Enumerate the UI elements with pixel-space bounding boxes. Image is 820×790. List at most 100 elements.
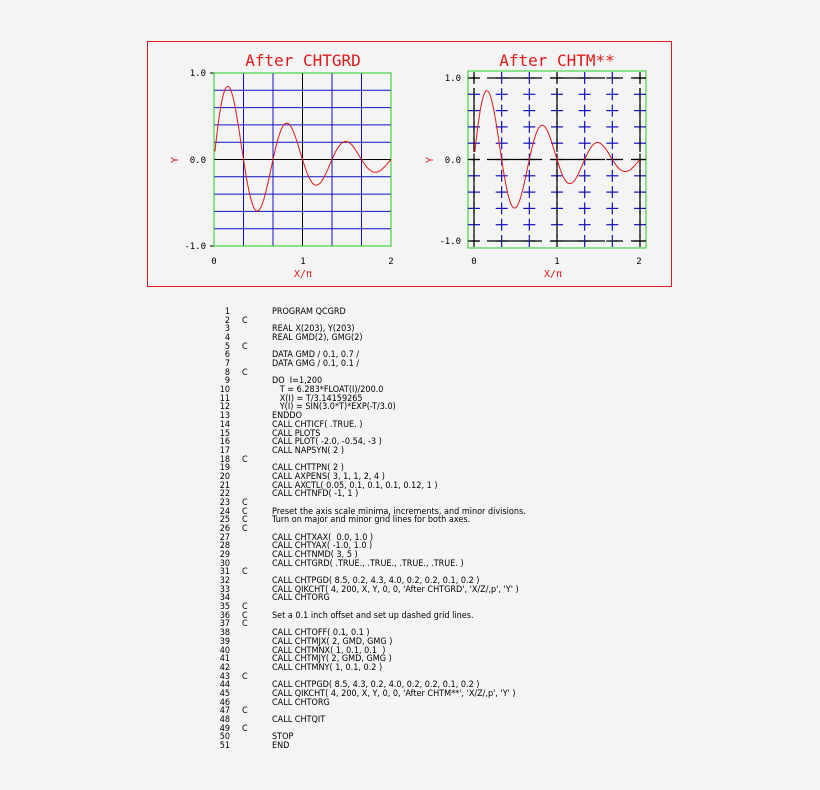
code-statement: DO I=1,200 (272, 376, 323, 387)
line-number: 42 (219, 662, 230, 673)
comment-marker: C (242, 506, 248, 517)
x-axis-label: X/π (294, 269, 312, 280)
code-statement: CALL CHTMJX( 2, GMD, GMG ) (272, 636, 393, 647)
comment-marker: C (242, 602, 248, 613)
chart-title: After CHTGRD (245, 51, 361, 70)
comment-marker: C (242, 671, 248, 682)
line-number: 50 (219, 732, 230, 743)
code-statement: CALL CHTXAX( 0.0, 1.0 ) (272, 532, 374, 543)
comment-marker: C (242, 515, 248, 526)
comment-marker: C (242, 367, 248, 378)
line-number: 39 (219, 636, 230, 647)
line-number: 9 (224, 376, 230, 387)
comment-marker: C (242, 341, 248, 352)
line-number: 17 (219, 445, 230, 456)
x-tick-label: 0 (471, 257, 476, 267)
code-statement: CALL CHTNMD( 3, 5 ) (272, 550, 358, 561)
line-number: 28 (219, 541, 230, 552)
line-number: 31 (219, 567, 230, 578)
line-number: 18 (219, 454, 230, 465)
line-number: 1 (224, 307, 230, 317)
line-number: 23 (219, 497, 230, 508)
y-tick-label: 0.0 (445, 156, 461, 166)
code-statement: DATA GMG / 0.1, 0.1 / (272, 359, 360, 370)
line-number: 20 (219, 471, 230, 482)
code-statement: CALL NAPSYN( 2 ) (272, 445, 345, 456)
line-number: 14 (219, 419, 230, 430)
code-statement: CALL CHTPGD( 8.5, 4.3, 0.2, 4.0, 0.2, 0.… (272, 680, 480, 691)
code-statement: Set a 0.1 inch offset and set up dashed … (272, 610, 474, 621)
line-number: 32 (219, 576, 230, 587)
code-statement: CALL CHTQIT (272, 714, 326, 725)
line-number: 41 (219, 654, 230, 665)
line-number: 48 (219, 714, 230, 725)
line-number: 43 (219, 671, 230, 682)
line-number: 34 (219, 593, 230, 604)
grid-marks (468, 72, 646, 247)
line-number: 45 (219, 688, 230, 699)
comment-marker: C (242, 706, 248, 717)
code-statement: Preset the axis scale minima, increments… (272, 506, 526, 517)
line-number: 12 (219, 402, 230, 413)
y-axis-label: Y (170, 157, 181, 163)
code-statement: ENDDO (272, 411, 303, 422)
code-statement: END (272, 741, 290, 751)
code-statement: CALL PLOT( -2.0, -0.54, -3 ) (272, 437, 382, 448)
data-curve (474, 90, 641, 209)
code-statement: CALL CHTGRD( .TRUE., .TRUE., .TRUE., .TR… (272, 558, 464, 569)
chart-after-chtm: After CHTM** 1.0 0.0 -1.0 Y 0 1 2 X/π (425, 51, 647, 280)
line-number: 26 (219, 524, 230, 534)
code-statement: X(I) = T/3.14159265 (272, 393, 363, 404)
y-tick-label: 1.0 (190, 69, 206, 79)
code-statement: CALL CHTYAX( -1.0, 1.0 ) (272, 541, 373, 552)
line-number: 29 (219, 550, 230, 561)
comment-marker: C (242, 454, 248, 465)
comment-marker: C (242, 610, 248, 621)
y-tick-label: 0.0 (190, 156, 206, 166)
code-statement: PROGRAM QCGRD (272, 307, 346, 317)
code-statement: DATA GMD / 0.1, 0.7 / (272, 350, 360, 361)
code-statement: CALL CHTMNX( 1, 0.1, 0.1 ) (272, 645, 386, 656)
line-number: 27 (219, 532, 230, 543)
code-statement: T = 6.283*FLOAT(I)/200.0 (272, 385, 384, 396)
line-number: 37 (219, 619, 230, 630)
line-number: 6 (224, 350, 230, 361)
line-number: 10 (219, 385, 230, 396)
code-statement: CALL QIKCHT( 4, 200, X, Y, 0, 0, 'After … (272, 688, 516, 699)
code-statement: CALL QIKCHT( 4, 200, X, Y, 0, 0, 'After … (272, 584, 519, 595)
comment-marker: C (242, 524, 248, 534)
line-number: 46 (219, 697, 230, 708)
x-tick-label: 0 (211, 257, 216, 267)
line-number: 15 (219, 428, 230, 439)
line-number: 47 (219, 706, 230, 717)
line-number: 40 (219, 645, 230, 656)
x-axis-label: X/π (544, 269, 562, 280)
y-axis-label: Y (425, 157, 436, 163)
code-statement: CALL AXCTL( 0.05, 0.1, 0.1, 0.1, 0.12, 1… (272, 480, 438, 491)
code-statement: CALL CHTORG (272, 593, 330, 604)
code-statement: Turn on major and minor grid lines for b… (272, 515, 471, 526)
code-statement: CALL CHTPGD( 8.5, 0.2, 4.3, 4.0, 0.2, 0.… (272, 576, 480, 587)
line-number: 3 (224, 324, 230, 335)
code-statement: CALL CHTOFF( 0.1, 0.1 ) (272, 628, 370, 639)
data-curve (214, 86, 392, 212)
code-statement: Y(I) = SIN(3.0*T)*EXP(-T/3.0) (272, 402, 396, 413)
line-number: 24 (219, 506, 230, 517)
line-number: 13 (219, 411, 230, 422)
x-tick-label: 1 (554, 257, 559, 267)
comment-marker: C (242, 723, 248, 734)
line-number: 2 (224, 315, 230, 326)
comment-marker: C (242, 315, 248, 326)
line-number: 22 (219, 489, 230, 500)
code-statement: CALL CHTORG (272, 697, 330, 708)
x-tick-label: 1 (300, 257, 305, 267)
line-number: 44 (219, 680, 230, 691)
line-number: 36 (219, 610, 230, 621)
line-number: 35 (219, 602, 230, 613)
charts-canvas: After CHTGRD 1.0 0.0 -1.0 Y 0 1 2 X/π Af… (170, 51, 647, 280)
line-number: 38 (219, 628, 230, 639)
line-number: 33 (219, 584, 230, 595)
line-number: 7 (224, 359, 230, 370)
line-number: 19 (219, 463, 230, 474)
